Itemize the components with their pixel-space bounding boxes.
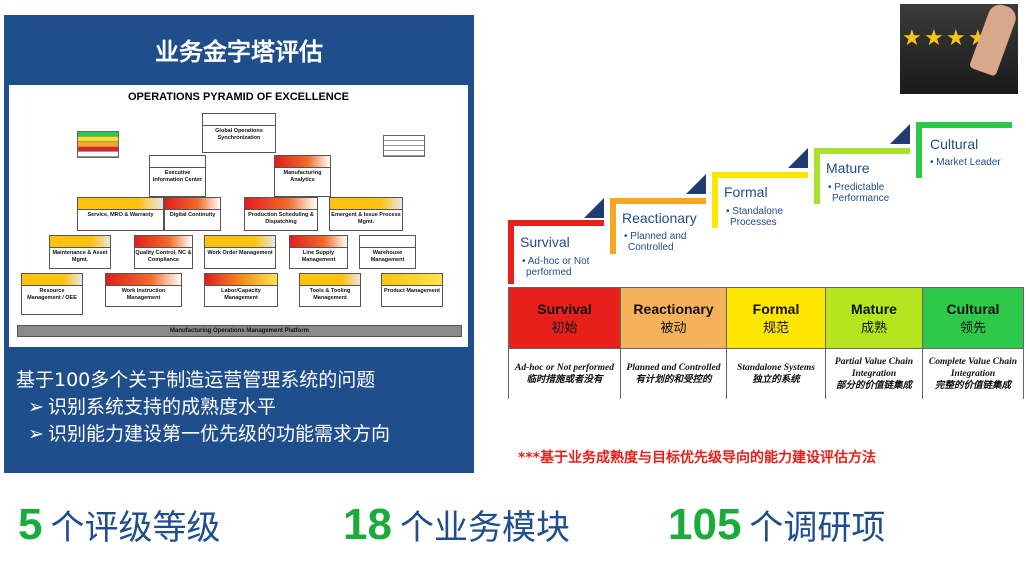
platform-bar: Manufacturing Operations Management Plat… <box>17 325 462 337</box>
star-icon: ★ <box>924 26 944 51</box>
step-triangle-icon <box>686 174 706 194</box>
pyramid-box: Tools & Tooling Management <box>299 273 361 307</box>
step-label: Formal <box>724 184 768 200</box>
step-riser <box>610 198 616 254</box>
step-label: Cultural <box>930 136 979 152</box>
panel-description: 基于100多个关于制造运营管理系统的问题 ➢识别系统支持的成熟度水平 ➢识别能力… <box>16 367 466 448</box>
pyramid-box: Work Instruction Management <box>105 273 182 307</box>
stat-business-modules: 18 个业务模块 <box>343 500 570 556</box>
step-desc: • Planned and <box>624 231 687 242</box>
stat-label: 个评级等级 <box>50 508 221 548</box>
step-bar <box>610 198 706 204</box>
arrow-bullet-icon: ➢ <box>28 396 44 418</box>
bullet-item: ➢识别能力建设第一优先级的功能需求方向 <box>16 421 466 448</box>
pyramid-box: Labor/Capacity Management <box>204 273 278 307</box>
intro-text: 基于100多个关于制造运营管理系统的问题 <box>16 369 376 391</box>
pyramid-box: Global Operations Synchronization <box>202 113 276 153</box>
step-bar <box>712 172 808 178</box>
pyramid-box: Quality Control, NC & Compliance <box>134 235 193 269</box>
stat-label: 个业务模块 <box>399 508 570 548</box>
step-desc: Controlled <box>628 242 674 253</box>
method-note: ***基于业务成熟度与目标优先级导向的能力建设评估方法 <box>518 450 876 466</box>
pyramid-title: OPERATIONS PYRAMID OF EXCELLENCE <box>127 91 350 103</box>
step-riser <box>712 172 718 228</box>
step-riser <box>814 148 820 204</box>
step-desc: • Market Leader <box>930 157 1001 168</box>
step-bar <box>916 122 1012 128</box>
pyramid-box: Resource Management / OEE <box>21 273 83 315</box>
pyramid-box: Work Order Management <box>204 235 276 269</box>
pyramid-box: Line Supply Management <box>289 235 348 269</box>
pyramid-box: Production Scheduling & Dispatching <box>244 197 318 231</box>
stat-rating-levels: 5 个评级等级 <box>18 500 220 556</box>
step-desc: Performance <box>832 193 890 204</box>
stat-number: 18 <box>343 500 392 549</box>
arrow-bullet-icon: ➢ <box>28 423 44 445</box>
star-icon: ★ <box>946 26 966 51</box>
maturity-legend <box>77 131 119 158</box>
step-triangle-icon <box>584 198 604 218</box>
pyramid-box: Executive Information Center <box>149 155 206 197</box>
step-triangle-icon <box>788 148 808 168</box>
operations-pyramid-diagram: OPERATIONS PYRAMID OF EXCELLENCE Global … <box>9 85 468 347</box>
bullet-item: ➢识别系统支持的成熟度水平 <box>16 394 466 421</box>
pyramid-box: Maintenance & Asset Mgmt. <box>49 235 111 269</box>
step-desc: • Predictable <box>828 182 885 193</box>
pyramid-box: Warehouse Management <box>359 235 416 269</box>
step-bar <box>814 148 910 154</box>
step-desc: • Ad-hoc or Not <box>522 256 590 267</box>
step-label: Reactionary <box>622 210 697 226</box>
step-triangle-icon <box>890 124 910 144</box>
five-stars-hand-photo: ★ ★ ★ ★ ★ <box>900 4 1018 94</box>
stat-survey-items: 105 个调研项 <box>668 500 885 556</box>
step-label: Survival <box>520 234 570 250</box>
pyramid-box: Digital Continuity <box>164 197 221 231</box>
step-riser <box>508 220 514 284</box>
pyramid-box: Emergent & Issue Process Mgmt. <box>329 197 403 231</box>
step-desc: • Standalone <box>726 206 783 217</box>
pyramid-box: Manufacturing Analytics <box>274 155 331 197</box>
step-desc: Processes <box>730 217 777 228</box>
step-riser <box>916 122 922 178</box>
pyramid-box: Service, MRO & Warranty <box>77 197 164 231</box>
pyramid-box: Product Management <box>381 273 443 307</box>
stat-number: 5 <box>18 500 43 549</box>
stat-number: 105 <box>668 500 742 549</box>
importance-legend <box>383 135 425 157</box>
stat-label: 个调研项 <box>749 508 886 548</box>
pyramid-assessment-panel: 业务金字塔评估 OPERATIONS PYRAMID OF EXCELLENCE… <box>4 15 474 473</box>
step-desc: performed <box>526 267 572 278</box>
star-icon: ★ <box>902 26 922 51</box>
step-bar <box>508 220 604 226</box>
step-label: Mature <box>826 160 870 176</box>
panel-title: 业务金字塔评估 <box>155 37 323 66</box>
